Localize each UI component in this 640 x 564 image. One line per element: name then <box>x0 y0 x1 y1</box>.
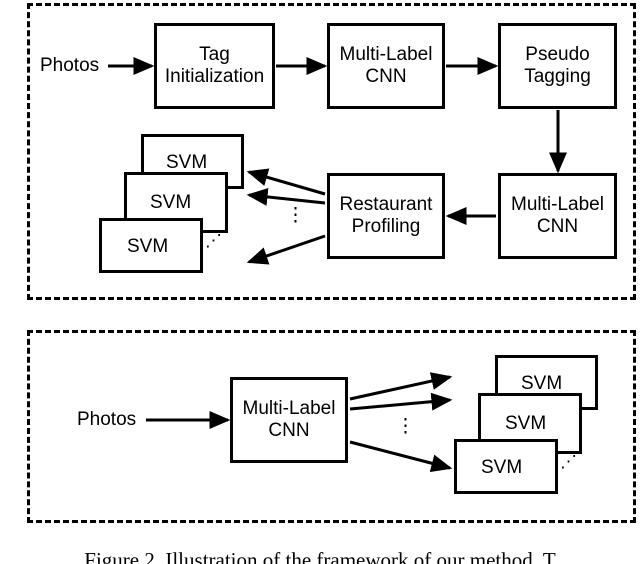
svm-box-front-bottom[interactable] <box>454 439 558 494</box>
node-pseudo-tagging-line1: Pseudo <box>525 43 590 65</box>
node-restaurant-profiling-line2: Profiling <box>351 216 421 237</box>
photos-input-label-bottom: Photos <box>77 409 137 430</box>
svm-label-front-bottom: SVM <box>481 457 523 478</box>
node-tag-initialization[interactable]: Tag Initialization <box>154 23 275 109</box>
node-pseudo-tagging-line2: Tagging <box>524 66 591 87</box>
svm-stack-diagonal-ellipsis-bottom: ⋰ <box>560 452 577 471</box>
svm-stack-diagonal-ellipsis-top: ⋰ <box>205 231 222 250</box>
node-tag-initialization-line2: Initialization <box>164 66 265 87</box>
arrow-fan-vertical-ellipsis-bottom: ⋮ <box>396 416 415 437</box>
node-multi-label-cnn-top-line2: CNN <box>365 66 407 87</box>
svm-label-front-top: SVM <box>127 236 169 257</box>
svm-label-middle-top: SVM <box>150 192 192 213</box>
node-multi-label-cnn-test-line1: Multi-Label <box>242 397 336 419</box>
svm-box-front-top[interactable] <box>99 218 203 273</box>
node-multi-label-cnn-second[interactable]: Multi-Label CNN <box>498 173 617 259</box>
svm-label-middle-bottom: SVM <box>505 413 547 434</box>
svm-label-back-bottom: SVM <box>521 373 563 394</box>
node-restaurant-profiling-line1: Restaurant <box>339 193 433 215</box>
node-pseudo-tagging[interactable]: Pseudo Tagging <box>498 23 617 109</box>
figure-caption: Figure 2. Illustration of the framework … <box>84 548 556 564</box>
node-multi-label-cnn-test[interactable]: Multi-Label CNN <box>230 377 348 463</box>
node-tag-initialization-line1: Tag <box>199 43 230 65</box>
node-restaurant-profiling[interactable]: Restaurant Profiling <box>327 173 445 259</box>
panel-testing <box>27 330 636 523</box>
photos-input-label-top: Photos <box>40 55 100 76</box>
node-multi-label-cnn-top[interactable]: Multi-Label CNN <box>327 23 445 109</box>
node-multi-label-cnn-second-line1: Multi-Label <box>511 193 604 215</box>
arrow-fan-vertical-ellipsis-top: ⋮ <box>286 205 305 226</box>
svm-label-back-top: SVM <box>166 152 208 173</box>
node-multi-label-cnn-test-line2: CNN <box>268 420 310 441</box>
node-multi-label-cnn-second-line2: CNN <box>536 216 579 237</box>
node-multi-label-cnn-top-line1: Multi-Label <box>339 43 433 65</box>
panel-training <box>27 3 636 300</box>
